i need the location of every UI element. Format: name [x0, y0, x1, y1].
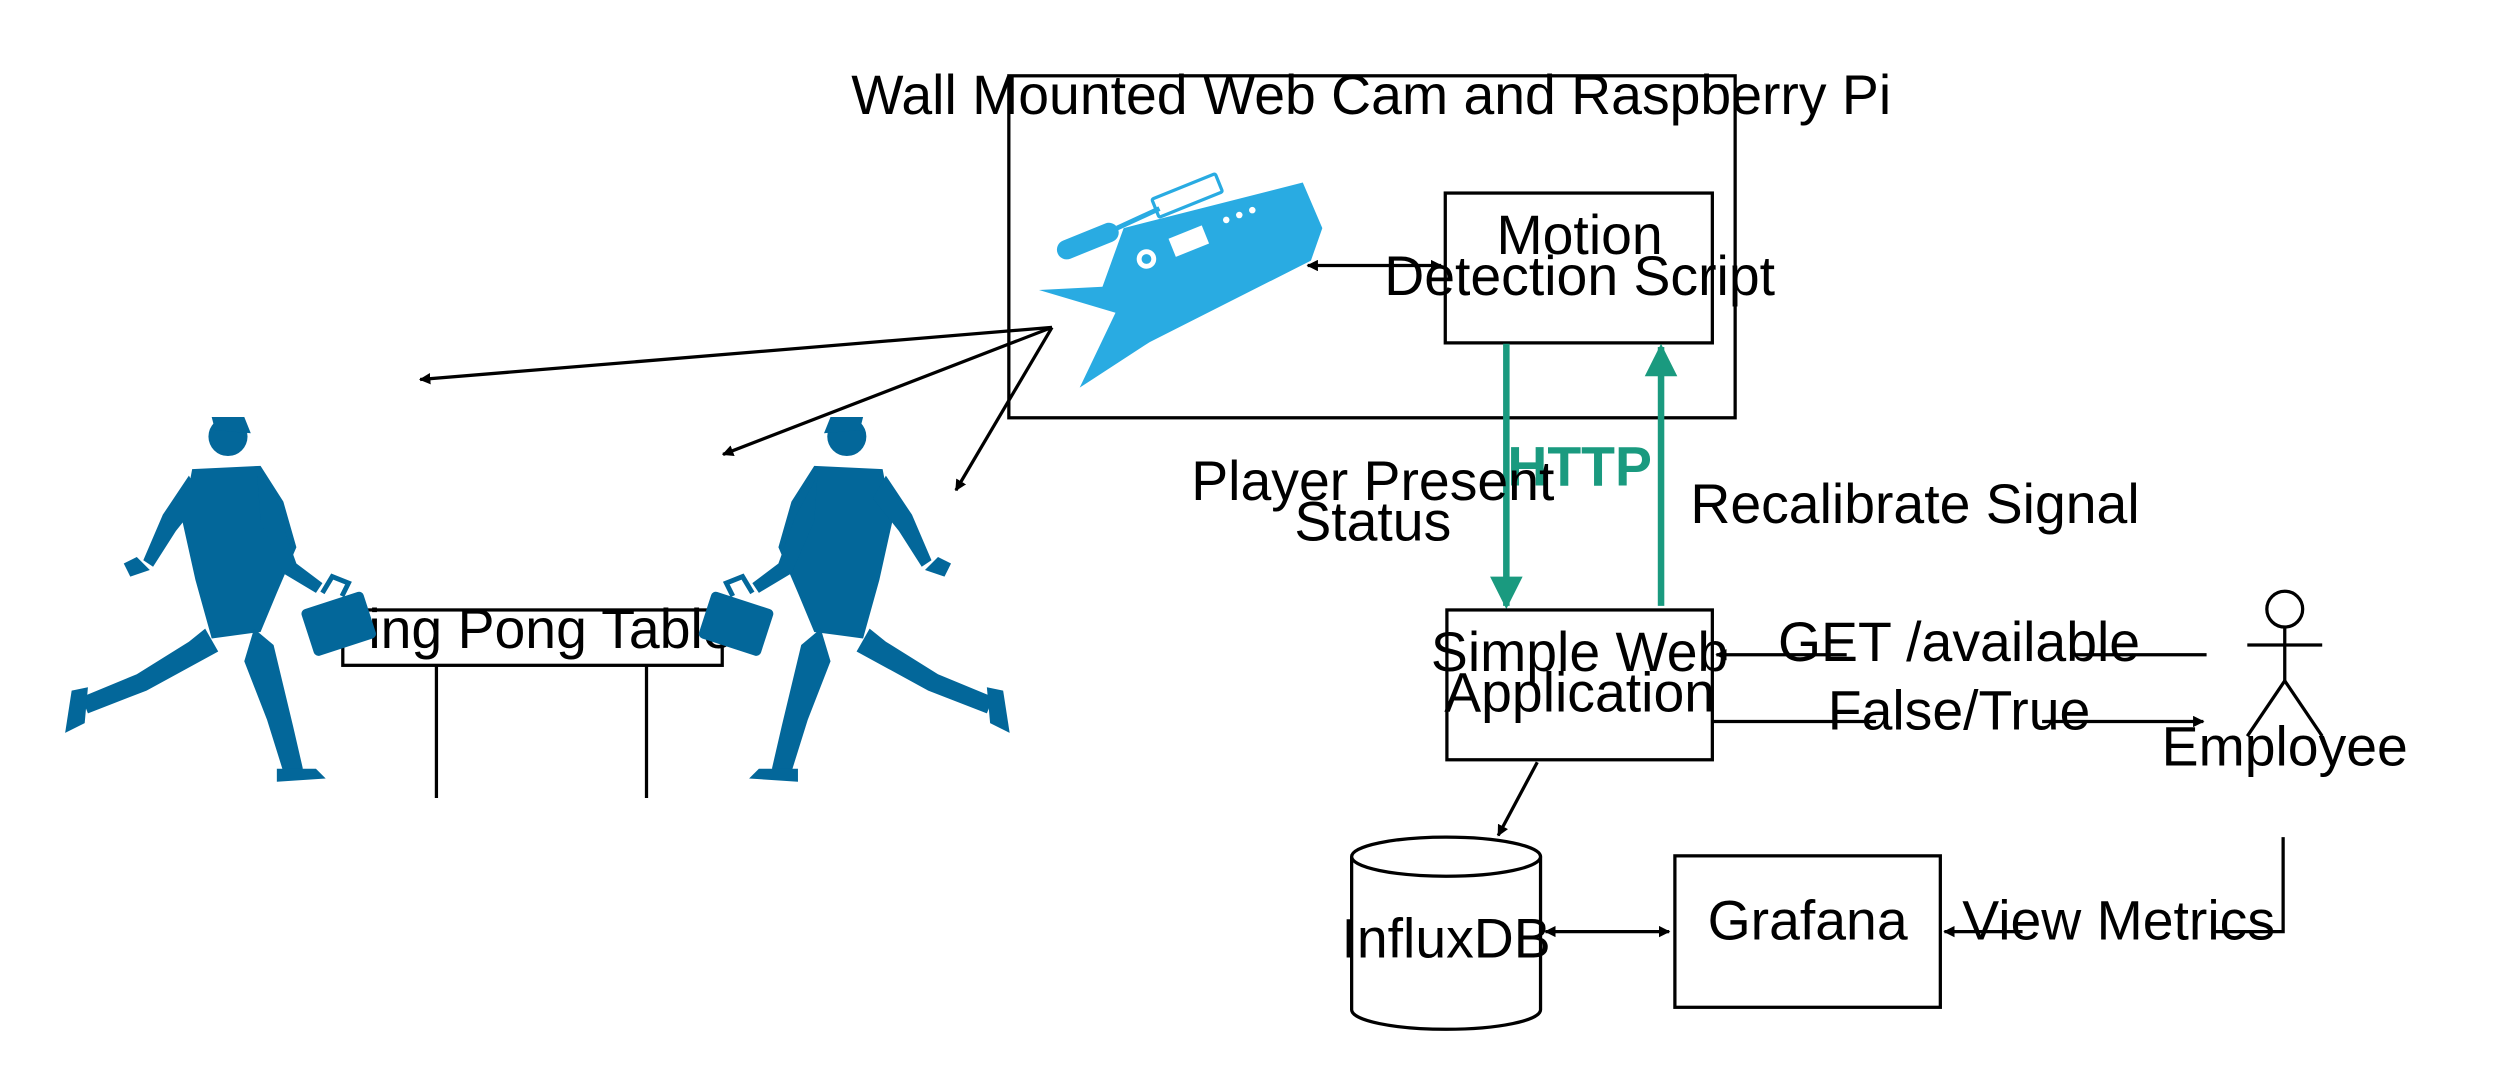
- pi-group-frame: [1007, 74, 1737, 420]
- web-app-label-2: Application: [1444, 662, 1715, 724]
- recalibrate-label: Recalibrate Signal: [1690, 473, 2139, 535]
- database-cylinder-icon: [1350, 835, 1543, 1031]
- web-app-label-1: Simple Web: [1431, 621, 1728, 683]
- stick-figure-actor-icon: [2245, 589, 2324, 738]
- web-app-box: [1445, 608, 1714, 762]
- grafana-box: [1673, 854, 1942, 1009]
- motion-detection-label-1: Motion: [1497, 204, 1663, 266]
- view-metrics-label: View Metrics: [1962, 890, 2275, 952]
- false-true-label: False/True: [1828, 680, 2091, 742]
- player-status-label-1: Player Present: [1191, 450, 1554, 512]
- employee-label: Employee: [2162, 715, 2408, 777]
- pi-group-title: Wall Mounted Web Cam and Raspberry Pi: [851, 64, 1891, 126]
- webcam-icon: [1038, 172, 1323, 388]
- influxdb-label: InfluxDB: [1341, 908, 1550, 970]
- http-label: HTTP: [1507, 435, 1652, 497]
- get-available-label: GET /available: [1778, 611, 2140, 673]
- camera-view-arrows: [419, 325, 1054, 492]
- player-status-label-2: Status: [1294, 491, 1451, 553]
- motion-detection-box: [1443, 191, 1714, 345]
- grafana-label: Grafana: [1708, 890, 1908, 952]
- ping-pong-label: Ping Pong Table: [331, 598, 733, 660]
- motion-detection-label-2: Detection Script: [1384, 245, 1775, 307]
- web-to-db-arrow: [1496, 761, 1539, 837]
- businessman-running-icon: [698, 417, 1010, 782]
